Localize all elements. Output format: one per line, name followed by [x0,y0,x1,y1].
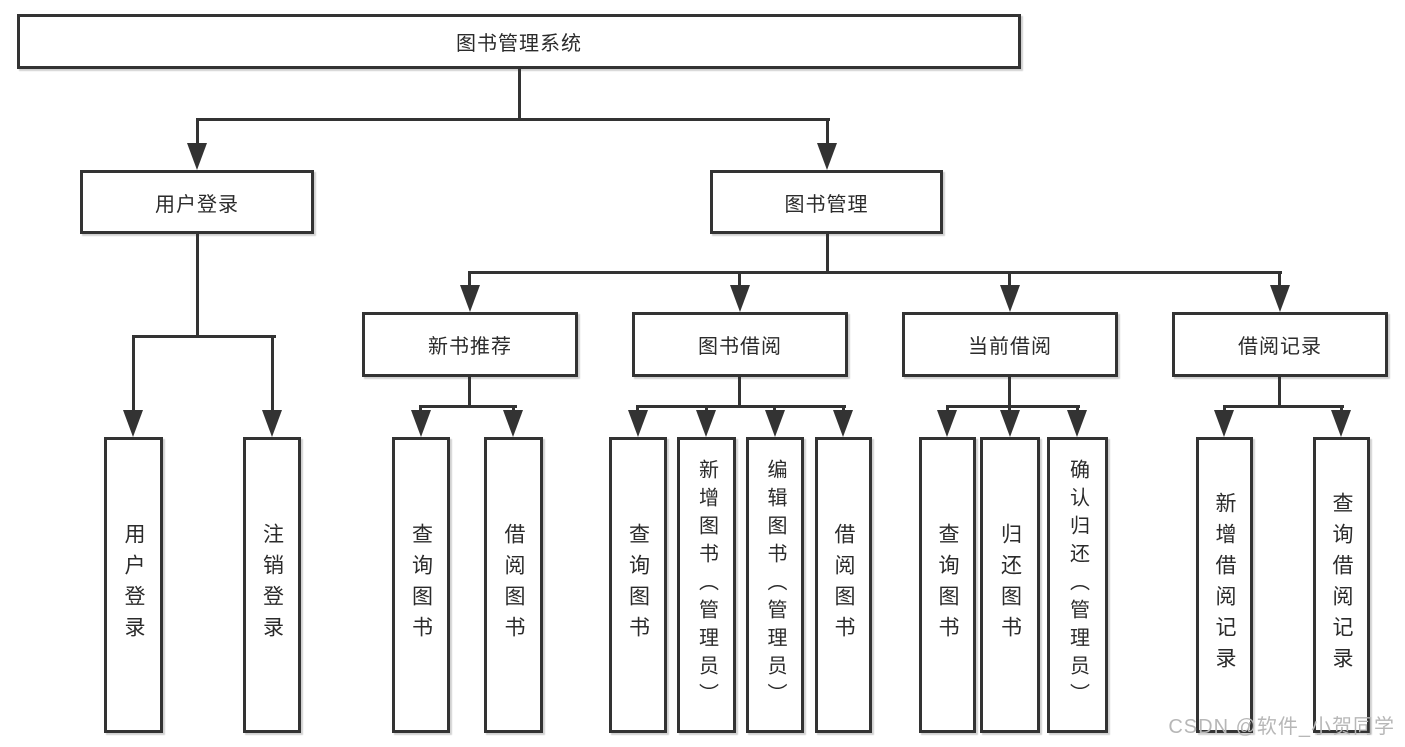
edge-stem [271,335,274,413]
arrowhead-down-icon [1067,410,1087,437]
node-label: 新书推荐 [428,336,512,358]
edge-stem [196,118,199,146]
leaf-label: 借阅图书 [502,523,525,647]
arrowhead-down-icon [1331,410,1351,437]
leaf-label: 查询图书 [936,523,959,647]
edge-hline [196,118,830,121]
leaf-borrow-books: 借阅图书 [815,437,872,733]
edge-stem [419,405,422,414]
leaf-label: 用户登录 [122,523,145,647]
arrowhead-down-icon [411,410,431,437]
leaf-edit-books-admin: 编辑图书（管理员） [746,437,804,733]
edge-vline [826,234,829,274]
arrowhead-down-icon [187,143,207,170]
leaf-label: 查询图书 [626,523,650,647]
arrowhead-down-icon [817,143,837,170]
leaf-label: 新增图书（管理员） [695,459,718,711]
edge-stem [826,118,829,146]
leaf-query-books-borrow: 查询图书 [609,437,667,733]
edge-hline [946,405,1080,408]
leaf-label: 编辑图书（管理员） [764,459,786,711]
edge-stem [946,405,949,414]
edge-stem [842,405,845,414]
node-borrowing-records: 借阅记录 [1172,312,1388,377]
leaf-label: 查询借阅记录 [1330,492,1353,678]
arrowhead-down-icon [503,410,523,437]
arrowhead-down-icon [937,410,957,437]
arrowhead-down-icon [1270,285,1290,312]
leaf-query-books-current: 查询图书 [919,437,976,733]
arrowhead-down-icon [696,410,716,437]
leaf-query-borrow-record: 查询借阅记录 [1313,437,1370,733]
node-library-management-system: 图书管理系统 [17,14,1021,69]
leaf-add-borrow-record: 新增借阅记录 [1196,437,1253,733]
edge-stem [1278,271,1281,288]
arrowhead-down-icon [262,410,282,437]
edge-stem [468,271,471,288]
leaf-logout: 注销登录 [243,437,301,733]
leaf-label: 归还图书 [998,523,1022,647]
node-label: 借阅记录 [1238,336,1322,358]
watermark-text: CSDN @软件_小贺同学 [1168,716,1395,738]
leaf-return-books: 归还图书 [980,437,1040,733]
leaf-borrow-books-recommend: 借阅图书 [484,437,543,733]
leaf-query-books-recommend: 查询图书 [392,437,450,733]
edge-hline [419,405,517,408]
node-label: 当前借阅 [968,336,1052,358]
leaf-label: 查询图书 [409,523,433,647]
edge-vline [1278,377,1281,408]
edge-stem [773,405,776,414]
edge-vline [468,377,471,408]
arrowhead-down-icon [833,410,853,437]
arrowhead-down-icon [1000,410,1020,437]
edge-hline [132,335,276,338]
leaf-label: 新增借阅记录 [1213,492,1236,678]
edge-stem [1340,405,1343,414]
arrowhead-down-icon [123,410,143,437]
edge-hline [469,271,1282,274]
node-label: 图书管理 [784,193,869,216]
edge-stem [512,405,515,414]
leaf-label: 注销登录 [260,523,284,647]
node-user-login: 用户登录 [80,170,314,234]
edge-stem [132,335,135,413]
edge-hline [1223,405,1344,408]
edge-stem [705,405,708,414]
edge-hline [636,405,846,408]
edge-vline [1008,377,1011,408]
leaf-label: 借阅图书 [832,523,855,647]
edge-stem [1223,405,1226,414]
node-current-borrowing: 当前借阅 [902,312,1118,377]
leaf-label: 确认归还（管理员） [1066,459,1089,711]
node-new-book-recommend: 新书推荐 [362,312,578,377]
node-label: 用户登录 [155,193,239,216]
edge-stem [636,405,639,414]
edge-vline [196,234,199,338]
leaf-add-books-admin: 新增图书（管理员） [677,437,736,733]
arrowhead-down-icon [628,410,648,437]
node-book-borrowing: 图书借阅 [632,312,848,377]
edge-stem [1076,405,1079,414]
node-label: 图书借阅 [698,336,782,358]
arrowhead-down-icon [730,285,750,312]
node-book-management: 图书管理 [710,170,943,234]
arrowhead-down-icon [1000,285,1020,312]
edge-stem [738,271,741,288]
arrowhead-down-icon [1214,410,1234,437]
edge-stem [1008,271,1011,288]
node-label: 图书管理系统 [456,33,582,55]
edge-stem [1008,405,1011,414]
arrowhead-down-icon [765,410,785,437]
edge-vline [518,69,521,121]
edge-vline [738,377,741,408]
leaf-confirm-return-admin: 确认归还（管理员） [1047,437,1108,733]
arrowhead-down-icon [460,285,480,312]
leaf-user-login: 用户登录 [104,437,163,733]
